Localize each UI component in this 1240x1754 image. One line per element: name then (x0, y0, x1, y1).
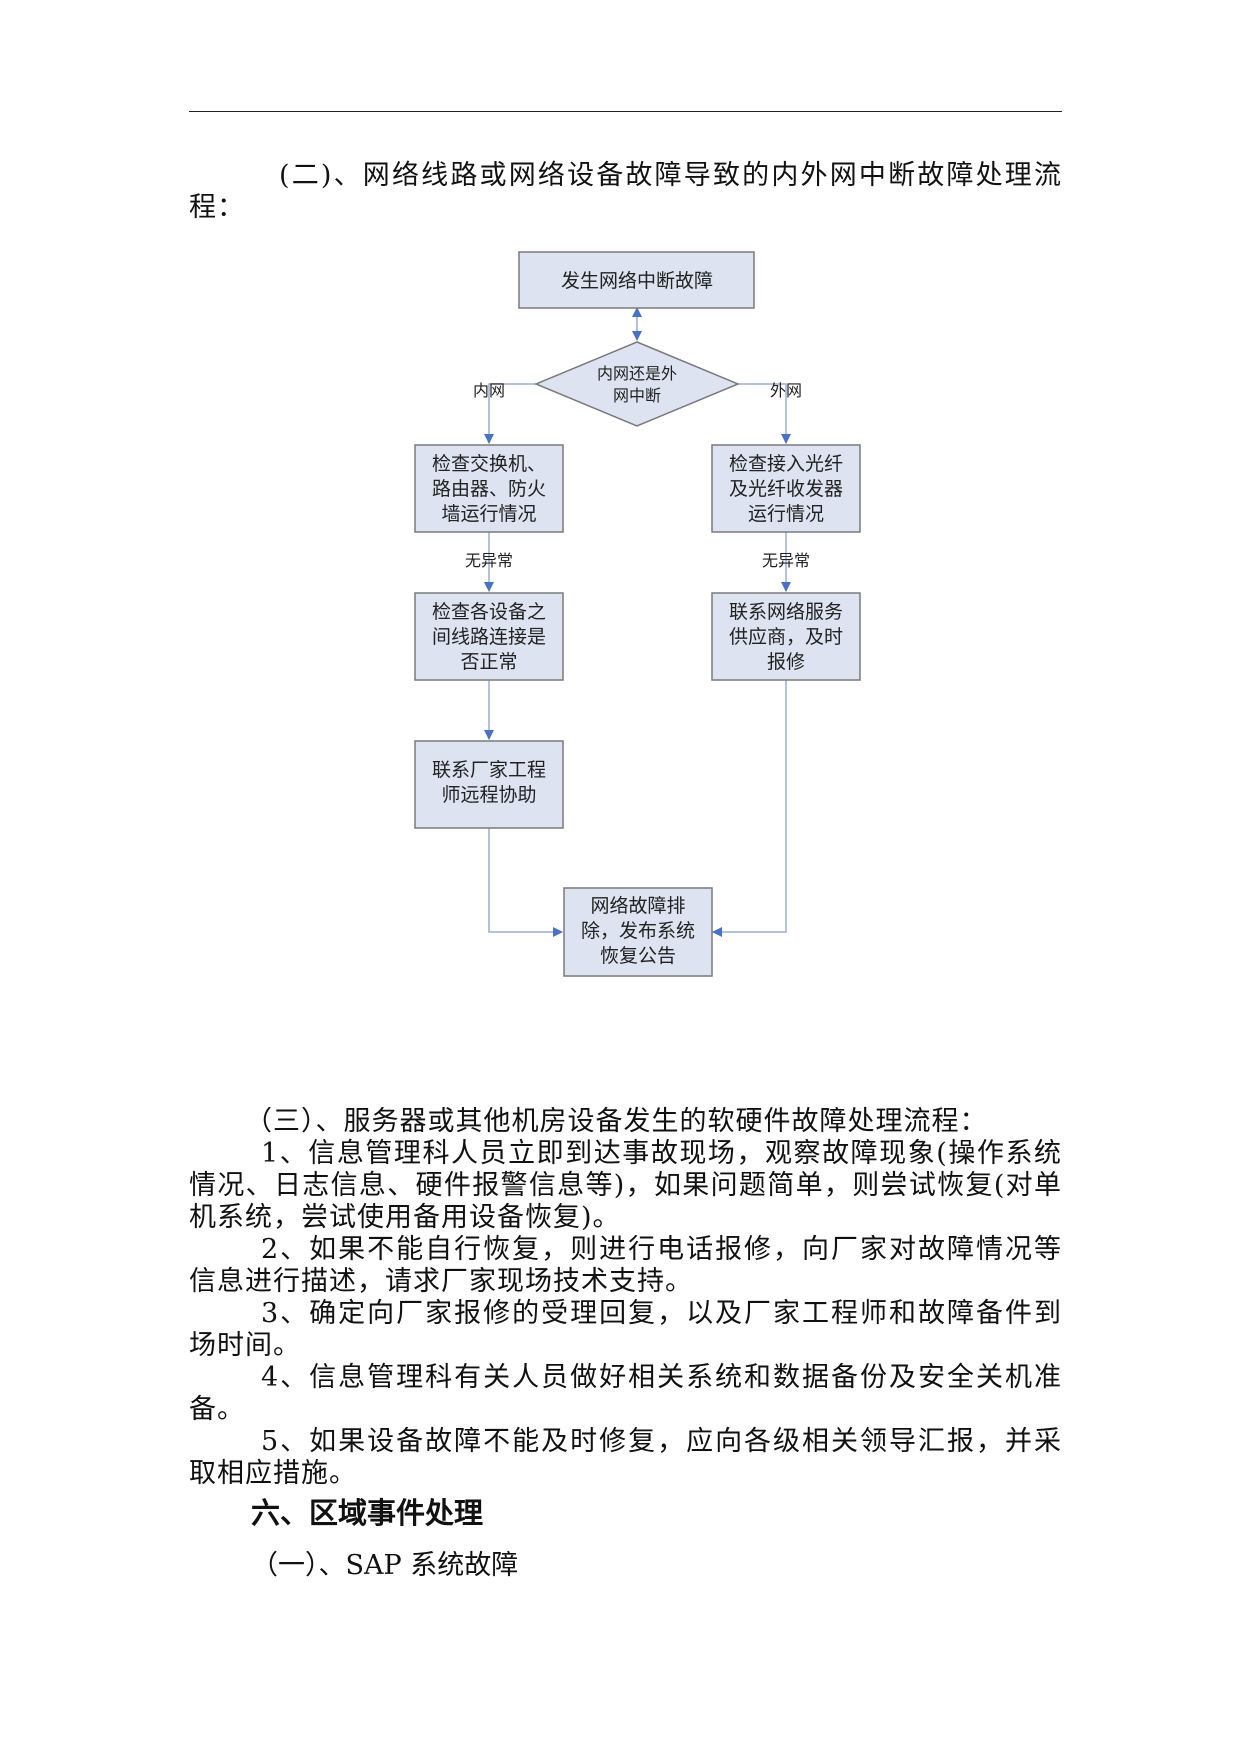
flow-final-box-line-1: 网络故障排 (590, 895, 685, 917)
flow-left-box-3-line-2: 师远程协助 (441, 784, 536, 806)
flow-label-extranet: 外网 (770, 381, 802, 400)
section6-heading: 六、区域事件处理 (251, 1496, 484, 1530)
flow-right-box-2-line-3: 报修 (767, 651, 805, 673)
flow-final-box (563, 887, 713, 977)
flow-left-box-1-line-1: 检查交换机、 (432, 453, 546, 475)
flow-start-text: 发生网络中断故障 (561, 270, 713, 292)
section3-item-3: 3、确定向厂家报修的受理回复，以及厂家工程师和故障备件到场时间。 (189, 1298, 1062, 1361)
flow-right-box-1-line-3: 运行情况 (748, 503, 824, 525)
flow-left-box-1-line-2: 路由器、防火 (432, 478, 546, 500)
flow-label-no-abnormal-left: 无异常 (465, 551, 513, 570)
connector-right2-final (712, 680, 787, 937)
flow-final-box-line-2: 除，发布系统 (581, 920, 695, 942)
connector-decision-left (484, 383, 536, 444)
flow-right-box-2 (711, 592, 861, 681)
section3-item-2: 2、如果不能自行恢复，则进行电话报修，向厂家对故障情况等信息进行描述，请求厂家现… (189, 1234, 1062, 1297)
header-rule (189, 111, 1062, 112)
flow-left-box-3 (414, 740, 564, 829)
flow-left-box-2-line-2: 间线路连接是 (432, 626, 546, 648)
connector-left3-final (488, 828, 563, 937)
flow-right-box-1-line-2: 及光纤收发器 (729, 478, 843, 500)
section3-item-4: 4、信息管理科有关人员做好相关系统和数据备份及安全关机准备。 (189, 1362, 1062, 1425)
section3-item-5: 5、如果设备故障不能及时修复，应向各级相关领导汇报，并采取相应措施。 (189, 1426, 1062, 1489)
flow-label-intranet: 内网 (473, 381, 505, 400)
flow-left-box-2-line-1: 检查各设备之 (432, 601, 546, 623)
flow-decision-diamond (534, 341, 740, 427)
section6-sub1: （一）、SAP 系统故障 (251, 1550, 519, 1581)
flow-label-no-abnormal-right: 无异常 (762, 551, 810, 570)
flow-right-box-2-line-2: 供应商，及时 (729, 626, 843, 648)
flow-decision-text-2: 网中断 (613, 386, 661, 405)
flow-left-box-3-line-1: 联系厂家工程 (432, 759, 546, 781)
flow-final-box-line-3: 恢复公告 (600, 945, 676, 967)
flow-left-box-2-line-3: 否正常 (460, 651, 517, 673)
flow-left-box-2 (414, 592, 564, 681)
flow-connectors (484, 307, 791, 937)
flow-left-box-1 (414, 444, 564, 533)
section3-item-1: 1、信息管理科人员立即到达事故现场，观察故障现象(操作系统情况、日志信息、硬件报… (189, 1138, 1062, 1233)
network-outage-flowchart: 发生网络中断故障 内网还是外 网中断 内网 外网 检查交换机、 路由器、防火 墙… (414, 251, 861, 977)
flow-right-box-1 (711, 444, 861, 533)
connector-decision-right (738, 383, 791, 444)
flow-right-box-2-line-1: 联系网络服务 (729, 601, 843, 623)
flow-left-box-1-line-3: 墙运行情况 (441, 503, 536, 525)
section2-title: (二)、网络线路或网络设备故障导致的内外网中断故障处理流程： (189, 160, 1062, 223)
flow-right-box-1-line-1: 检查接入光纤 (729, 453, 843, 475)
section3-title: （三）、服务器或其他机房设备发生的软硬件故障处理流程： (245, 1106, 988, 1137)
flow-decision-text-1: 内网还是外 (597, 364, 677, 383)
flow-start-box (518, 251, 755, 309)
